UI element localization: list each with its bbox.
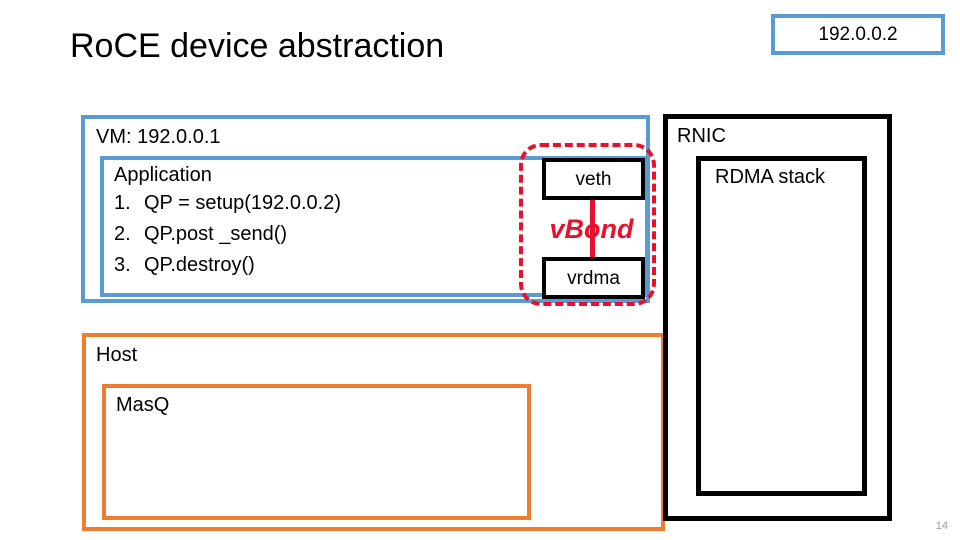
step-number: 3. bbox=[114, 254, 131, 276]
vrdma-box: vrdma bbox=[542, 257, 645, 299]
vrdma-label: vrdma bbox=[567, 267, 620, 289]
host-label: Host bbox=[96, 344, 138, 366]
peer-address-badge: 192.0.0.2 bbox=[771, 14, 945, 55]
vm-box: VM: 192.0.0.1 Application 1. QP = setup(… bbox=[81, 115, 650, 303]
rnic-box: RNIC RDMA stack bbox=[663, 114, 892, 521]
masq-label: MasQ bbox=[116, 394, 170, 416]
rnic-label: RNIC bbox=[677, 125, 726, 147]
page-title: RoCE device abstraction bbox=[70, 27, 445, 65]
vbond-connector-line bbox=[590, 198, 595, 259]
vbond-label: vBond bbox=[549, 214, 634, 244]
application-step-list: 1. QP = setup(192.0.0.2) 2. QP.post _sen… bbox=[114, 188, 544, 281]
peer-address-text: 192.0.0.2 bbox=[818, 24, 898, 45]
step-text: QP = setup(192.0.0.2) bbox=[144, 192, 341, 214]
step-number: 1. bbox=[114, 192, 131, 214]
application-box: Application 1. QP = setup(192.0.0.2) 2. … bbox=[100, 156, 649, 297]
veth-label: veth bbox=[575, 168, 612, 190]
veth-box: veth bbox=[542, 158, 645, 200]
step-text: QP.destroy() bbox=[144, 254, 255, 276]
step-number: 2. bbox=[114, 223, 131, 245]
application-label: Application bbox=[114, 164, 212, 186]
list-item: 3. QP.destroy() bbox=[114, 250, 544, 281]
vbond-group: veth vBond vrdma bbox=[519, 143, 656, 306]
masq-box: MasQ bbox=[102, 384, 531, 520]
step-text: QP.post _send() bbox=[144, 223, 288, 245]
list-item: 1. QP = setup(192.0.0.2) bbox=[114, 188, 544, 219]
rdma-stack-box: RDMA stack bbox=[696, 156, 867, 496]
list-item: 2. QP.post _send() bbox=[114, 219, 544, 250]
slide-number: 14 bbox=[935, 520, 948, 532]
rdma-stack-label: RDMA stack bbox=[715, 166, 826, 188]
host-box: Host MasQ bbox=[82, 333, 665, 531]
vm-label: VM: 192.0.0.1 bbox=[96, 126, 221, 148]
